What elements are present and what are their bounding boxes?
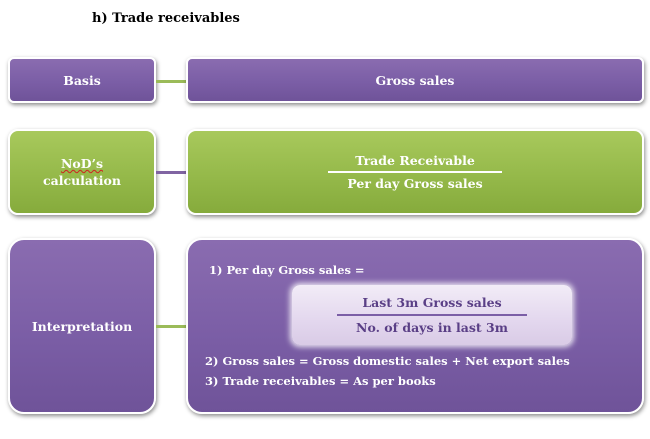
basis-connector (156, 80, 186, 83)
nod-label-box: NoD’s calculation (8, 129, 156, 215)
interpretation-label-box: Interpretation (8, 238, 156, 414)
interpretation-line3: 3) Trade receivables = As per books (205, 374, 436, 388)
nod-fraction-bar (328, 171, 502, 173)
nod-formula-box: Trade Receivable Per day Gross sales (186, 129, 644, 215)
interpretation-connector (156, 325, 186, 328)
nod-label-line2: calculation (43, 173, 121, 188)
nod-fraction: Trade Receivable Per day Gross sales (328, 153, 502, 191)
gross-sales-denominator: No. of days in last 3m (356, 319, 508, 335)
nod-label-line1: NoD’s (61, 156, 103, 171)
gross-sales-numerator: Last 3m Gross sales (362, 295, 502, 311)
interpretation-line1: 1) Per day Gross sales = (209, 263, 365, 277)
nod-connector (156, 171, 186, 174)
interpretation-line2: 2) Gross sales = Gross domestic sales + … (205, 354, 570, 368)
basis-value: Gross sales (375, 72, 455, 88)
basis-label: Basis (63, 72, 101, 88)
basis-label-box: Basis (8, 57, 156, 103)
interpretation-label: Interpretation (31, 318, 133, 334)
gross-sales-fraction-bar (337, 314, 527, 316)
nod-denominator: Per day Gross sales (347, 176, 483, 191)
basis-value-box: Gross sales (186, 57, 644, 103)
nod-numerator: Trade Receivable (355, 153, 475, 168)
page-heading: h) Trade receivables (92, 11, 240, 26)
gross-sales-fraction-box: Last 3m Gross sales No. of days in last … (292, 285, 572, 345)
